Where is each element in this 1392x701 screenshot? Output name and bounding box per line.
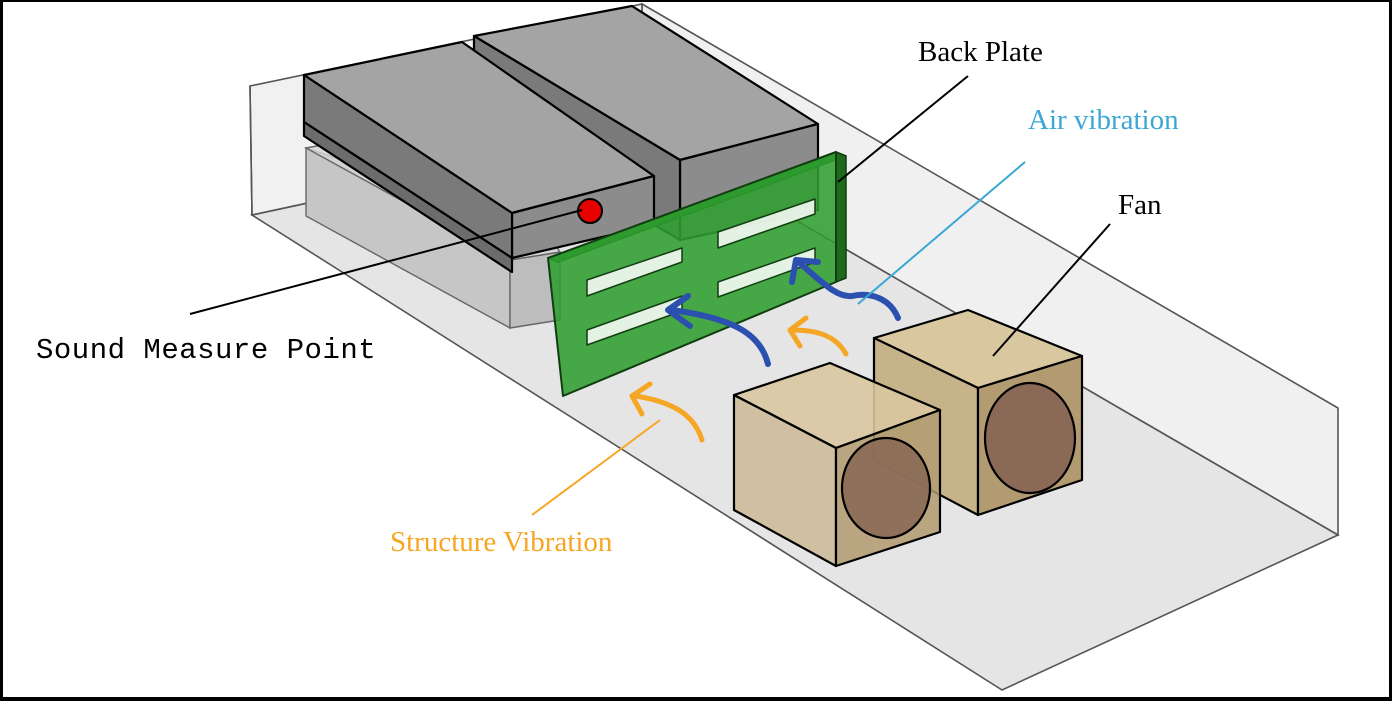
fan-unit-1 [732,361,942,568]
back-plate [547,151,847,397]
fan-1-hole [840,436,932,540]
fan-leader-line [992,223,1111,357]
back-plate-panel [547,151,837,397]
air-arrow [793,257,901,321]
back-plate-leader-line [837,75,969,183]
back-plate-slot [586,247,683,297]
structure-arrow-head [787,315,809,349]
back-plate-side-edge [835,151,847,283]
air-flow-arrows [665,257,901,367]
frame-bottom [0,697,1392,701]
structure-vibration-leader-line [531,419,661,516]
air-arrow-head [789,257,821,285]
air-vibration-label: Air vibration [1028,104,1179,136]
chassis-left-edge [249,85,253,216]
structure-vibration-arrows [629,315,849,443]
drive-unit-1 [302,40,656,274]
sound-measure-point-label: Sound Measure Point [36,334,377,367]
structure-arrow [789,327,849,357]
air-vibration-leader-line [857,161,1026,305]
drive-1-bottom-lip [302,120,514,274]
frame-top [0,0,1392,2]
structure-arrow [633,393,705,443]
frame-left [0,0,3,701]
frame-right [1389,0,1392,701]
fan-2-hole [983,381,1077,495]
back-plate-label: Back Plate [918,36,1043,68]
fan-label: Fan [1118,189,1162,221]
air-arrow [669,307,771,367]
structure-vibration-label: Structure Vibration [390,526,613,558]
structure-arrow-head [629,381,653,417]
back-plate-slot [717,198,816,249]
sound-measure-leader-line [189,209,583,315]
air-arrow-head [665,293,693,329]
